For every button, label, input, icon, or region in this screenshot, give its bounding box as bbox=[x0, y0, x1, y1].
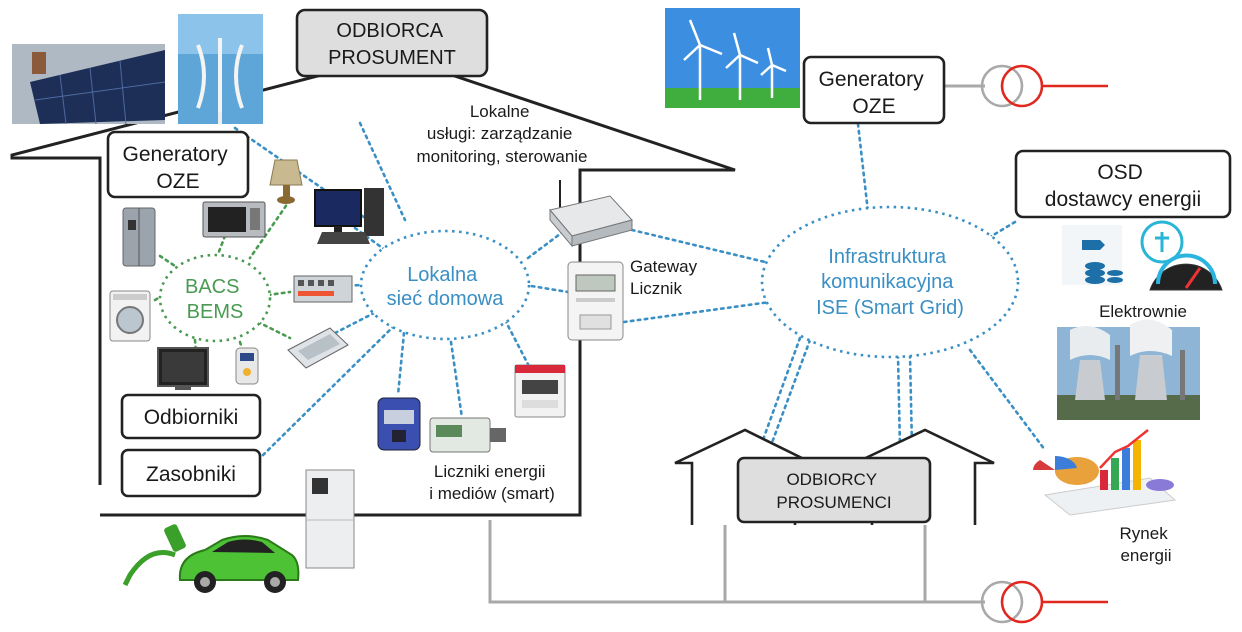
wind-farm-icon bbox=[665, 8, 800, 108]
plug-meter-icon bbox=[235, 347, 259, 385]
generatory-oze-home-label: Generatory OZE bbox=[123, 143, 234, 193]
bacs-bems-label: BACS BEMS bbox=[185, 276, 245, 323]
smart-grid-ellipse bbox=[760, 205, 1020, 359]
gateway-licznik-label: Gateway Licznik bbox=[630, 257, 702, 298]
grid-lines bbox=[488, 84, 985, 604]
water-meter-icon bbox=[377, 397, 421, 451]
battery-cabinet-icon bbox=[305, 469, 355, 569]
fridge-icon bbox=[122, 207, 156, 267]
microwave-icon bbox=[202, 201, 266, 238]
odbiorcy-prosumenci-label: ODBIORCY PROSUMENCI bbox=[776, 470, 891, 512]
osd-label: OSD dostawcy energii bbox=[1045, 161, 1201, 211]
odbiorca-prosument-box bbox=[295, 8, 489, 78]
local-network-ellipse bbox=[359, 229, 531, 341]
din-meter-icon bbox=[514, 364, 566, 418]
osd-box bbox=[1014, 149, 1232, 219]
generatory-oze-grid-label: Generatory OZE bbox=[819, 68, 930, 118]
odbiorniki-box bbox=[120, 393, 262, 440]
grid-links bbox=[622, 122, 1047, 452]
tv-icon bbox=[157, 347, 209, 390]
generatory-oze-grid-box bbox=[802, 55, 946, 125]
rynek-label: Rynek energii bbox=[1120, 524, 1173, 565]
lokalne-uslugi-label: Lokalne usługi: zarządzanie monitoring, … bbox=[416, 102, 587, 166]
washing-machine-icon bbox=[109, 290, 151, 342]
solar-panel-roof-icon bbox=[12, 44, 166, 125]
lokalna-siec-label: Lokalna sieć domowa bbox=[387, 264, 505, 310]
energy-dashboard-icon bbox=[1062, 220, 1223, 291]
odbiorcy-prosumenci-box bbox=[736, 456, 932, 524]
bacs-ellipse bbox=[158, 253, 272, 343]
odbiorniki-label: Odbiorniki bbox=[144, 406, 239, 429]
market-charts-icon bbox=[1033, 429, 1177, 516]
heat-meter-icon bbox=[429, 417, 506, 453]
elektrownie-label: Elektrownie bbox=[1099, 302, 1187, 321]
generatory-oze-home-box bbox=[106, 130, 250, 199]
liczniki-label: Liczniki energii i mediów (smart) bbox=[429, 462, 555, 503]
power-plant-icon bbox=[1057, 319, 1200, 420]
vertical-wind-turbine-icon bbox=[178, 14, 263, 124]
smart-meter-icon bbox=[567, 261, 624, 341]
controller-module-icon bbox=[293, 275, 353, 303]
transformer-icon bbox=[980, 64, 1108, 108]
computer-icon bbox=[314, 188, 384, 244]
electric-car-icon bbox=[122, 524, 300, 593]
zasobniki-box bbox=[120, 448, 262, 498]
gateway-router-icon bbox=[549, 180, 633, 248]
air-conditioner-icon bbox=[287, 327, 349, 369]
lamp-icon bbox=[269, 159, 303, 204]
transformer-icon bbox=[980, 580, 1108, 624]
infrastruktura-label: Infrastruktura komunikacyjna ISE (Smart … bbox=[816, 246, 964, 319]
zasobniki-label: Zasobniki bbox=[146, 463, 236, 486]
odbiorca-prosument-label: ODBIORCA PROSUMENT bbox=[328, 20, 456, 69]
